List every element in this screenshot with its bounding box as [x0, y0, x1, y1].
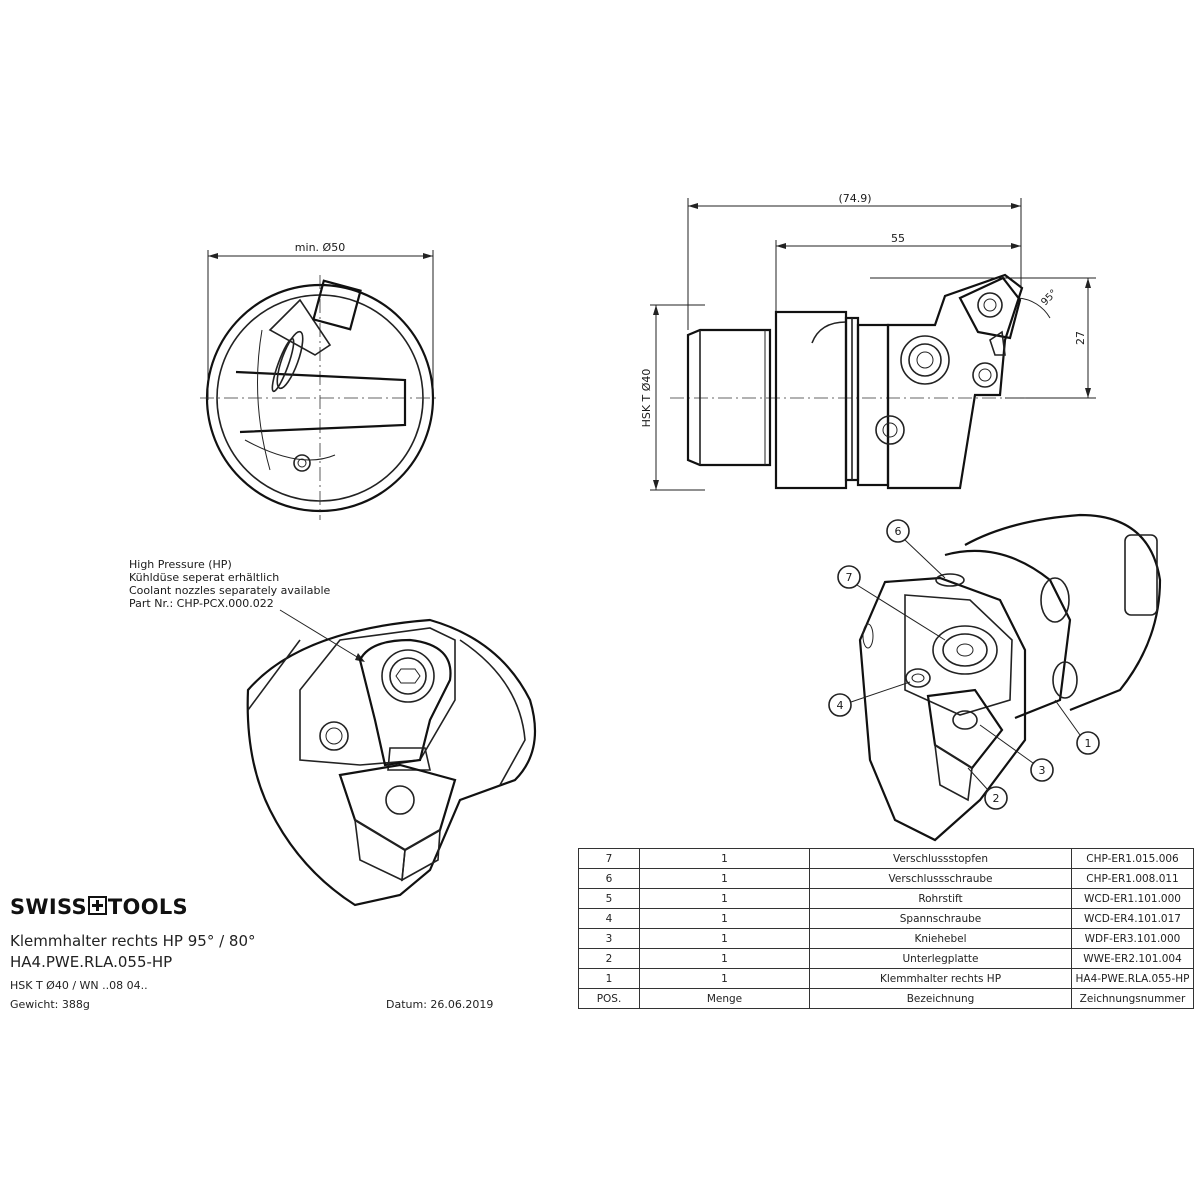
- brand-left: SWISS: [10, 895, 87, 919]
- swiss-cross-icon: [87, 896, 107, 915]
- bom-drawing-no: WWE-ER2.101.004: [1071, 948, 1194, 969]
- bom-desc: Verschlussstopfen: [809, 848, 1072, 869]
- bom-drawing-no: CHP-ER1.015.006: [1071, 848, 1194, 869]
- top-dim-label: min. Ø50: [295, 241, 345, 254]
- brand-logo: SWISS TOOLS: [10, 895, 188, 919]
- bom-drawing-no: WCD-ER4.101.017: [1071, 908, 1194, 929]
- bom-pos: 2: [578, 948, 640, 969]
- note-line-1: High Pressure (HP): [129, 558, 232, 571]
- bom-qty: 1: [639, 868, 810, 889]
- bom-pos: 5: [578, 888, 640, 909]
- bom-desc: Unterlegplatte: [809, 948, 1072, 969]
- header-drawing-no: Zeichnungsnummer: [1071, 988, 1194, 1009]
- balloon-6: 6: [895, 525, 902, 538]
- bom-pos: 4: [578, 908, 640, 929]
- bom-pos: 7: [578, 848, 640, 869]
- balloon-4: 4: [837, 699, 844, 712]
- part-weight: Gewicht: 388g: [10, 998, 90, 1011]
- bom-desc: Klemmhalter rechts HP: [809, 968, 1072, 989]
- side-view: (74.9) 55 27 HSK T Ø40 95°: [640, 192, 1096, 491]
- note-line-4: Part Nr.: CHP-PCX.000.022: [129, 597, 274, 610]
- header-qty: Menge: [639, 988, 810, 1009]
- bom-qty: 1: [639, 848, 810, 869]
- part-name: Klemmhalter rechts HP 95° / 80°: [10, 932, 256, 950]
- bom-qty: 1: [639, 968, 810, 989]
- bom-desc: Kniehebel: [809, 928, 1072, 949]
- angle-label: 95°: [1039, 288, 1059, 308]
- drawing-date: Datum: 26.06.2019: [386, 998, 494, 1011]
- bom-pos: 1: [578, 968, 640, 989]
- bom-pos: 3: [578, 928, 640, 949]
- note-line-2: Kühldüse seperat erhältlich: [129, 571, 279, 584]
- balloon-7: 7: [846, 571, 853, 584]
- bom-drawing-no: WDF-ER3.101.000: [1071, 928, 1194, 949]
- detail-view: High Pressure (HP) Kühldüse seperat erhä…: [129, 558, 537, 907]
- bom-drawing-no: WCD-ER1.101.000: [1071, 888, 1194, 909]
- bom-drawing-no: CHP-ER1.008.011: [1071, 868, 1194, 889]
- part-spec: HSK T Ø40 / WN ..08 04..: [10, 979, 148, 992]
- bom-desc: Spannschraube: [809, 908, 1072, 929]
- bom-drawing-no: HA4-PWE.RLA.055-HP: [1071, 968, 1194, 989]
- bom-pos: 6: [578, 868, 640, 889]
- dim-height-label: 27: [1074, 331, 1087, 345]
- bom-qty: 1: [639, 888, 810, 909]
- brand-right: TOOLS: [107, 895, 188, 919]
- balloon-3: 3: [1039, 764, 1046, 777]
- bom-desc: Verschlussschraube: [809, 868, 1072, 889]
- shank-label: HSK T Ø40: [640, 369, 653, 428]
- dim-total-label: (74.9): [838, 192, 871, 205]
- bom-qty: 1: [639, 908, 810, 929]
- part-code: HA4.PWE.RLA.055-HP: [10, 953, 173, 971]
- note-line-3: Coolant nozzles separately available: [129, 584, 331, 597]
- top-view: min. Ø50: [200, 241, 440, 520]
- balloon-1: 1: [1085, 737, 1092, 750]
- header-desc: Bezeichnung: [809, 988, 1072, 1009]
- header-pos: POS.: [578, 988, 640, 1009]
- dim-length-label: 55: [891, 232, 905, 245]
- bom-qty: 1: [639, 948, 810, 969]
- iso-view: 6 7 4 1 3 2: [828, 513, 1162, 842]
- bom-desc: Rohrstift: [809, 888, 1072, 909]
- balloon-2: 2: [993, 792, 1000, 805]
- bom-qty: 1: [639, 928, 810, 949]
